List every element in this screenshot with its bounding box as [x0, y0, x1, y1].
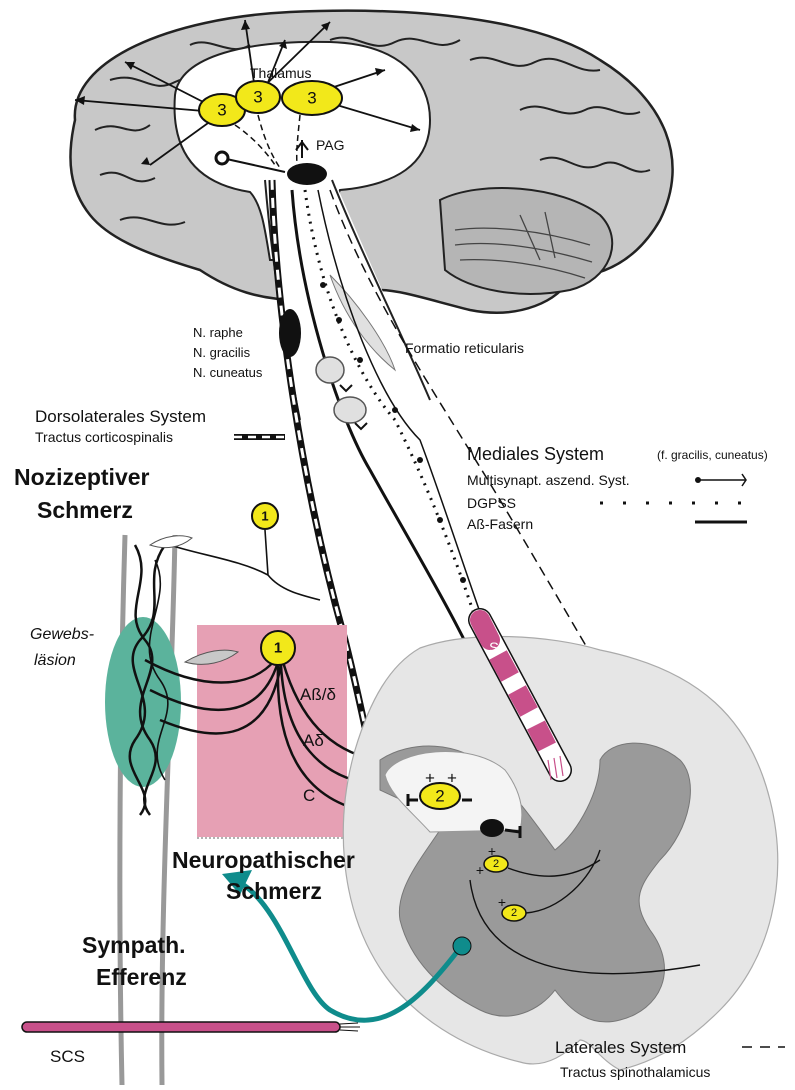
plus-sign: +	[425, 769, 435, 788]
formatio-label: Formatio reticularis	[405, 340, 524, 356]
dh-marker-small-1: 2	[493, 858, 499, 870]
thalamus-marker-left: 3	[217, 101, 226, 120]
nozi-label-line2: Schmerz	[37, 497, 133, 523]
symp-label-line2: Efferenz	[96, 964, 187, 990]
n-raphe-label: N. raphe	[193, 325, 243, 340]
scs-contact-s2: S	[528, 711, 538, 728]
medial-note: (f. gracilis, cuneatus)	[657, 448, 768, 462]
scs-contact-c: C	[508, 676, 519, 693]
dh-marker-small-2: 2	[511, 907, 517, 919]
n-cuneatus-label: N. cuneatus	[193, 365, 263, 380]
plus-sign: +	[498, 894, 506, 910]
legend-lateral: Laterales System Tractus spinothalamicus	[555, 1038, 785, 1080]
legend-medial: Mediales System (f. gracilis, cuneatus) …	[467, 444, 768, 532]
pag-nucleus	[287, 163, 327, 185]
symp-label-line1: Sympath.	[82, 932, 186, 958]
legend-abeta-label: Aß-Fasern	[467, 516, 533, 532]
plus-sign: +	[476, 862, 484, 878]
legend-dorsolateral: Dorsolaterales System Tractus corticospi…	[35, 407, 285, 445]
thalamus-marker-right: 3	[307, 89, 316, 108]
gewebs-label-line1: Gewebs-	[30, 626, 94, 643]
scs-contact-s1: S	[489, 640, 499, 657]
scs-cable	[22, 1022, 360, 1032]
drg-marker-top: 1	[261, 509, 268, 524]
fibre-terminal	[150, 536, 192, 548]
legend-dgpss-label: DGPSS	[467, 495, 516, 511]
inhibitory-interneuron	[480, 819, 504, 837]
plus-sign: +	[447, 769, 457, 788]
scs-label: SCS	[50, 1047, 85, 1066]
lateral-title: Laterales System	[555, 1038, 686, 1057]
fibre-label-abd: Aß/δ	[300, 685, 336, 704]
n-gracilis-label: N. gracilis	[193, 345, 251, 360]
thalamus-marker-mid: 3	[253, 88, 262, 107]
plus-sign: +	[488, 843, 496, 859]
nozi-label-line1: Nozizeptiver	[14, 464, 150, 490]
n-raphe-nucleus	[279, 309, 301, 357]
dorsolateral-subtitle: Tractus corticospinalis	[35, 429, 173, 445]
fibre-label-ad: Aδ	[303, 731, 324, 750]
medial-title: Mediales System	[467, 444, 604, 464]
pag-label: PAG	[316, 137, 345, 153]
neuro-label-line2: Schmerz	[226, 878, 322, 904]
fibre-label-c: C	[303, 786, 315, 805]
gewebs-label-line2: läsion	[34, 652, 76, 669]
n-gracilis-nucleus	[316, 357, 344, 383]
neuro-label-line1: Neuropathischer	[172, 847, 355, 873]
drg-marker-main: 1	[274, 640, 282, 657]
dorsolateral-title: Dorsolaterales System	[35, 407, 206, 426]
dh-marker-main: 2	[435, 787, 444, 806]
n-cuneatus-nucleus	[334, 397, 366, 423]
brain	[70, 11, 672, 420]
legend-multisynapt-label: Multisynapt. aszend. Syst.	[467, 472, 630, 488]
efferent-neuron	[453, 937, 471, 955]
thalamus-label: Thalamus	[250, 65, 311, 81]
lateral-subtitle: Tractus spinothalamicus	[560, 1064, 710, 1080]
cortical-neuron-icon	[216, 152, 228, 164]
